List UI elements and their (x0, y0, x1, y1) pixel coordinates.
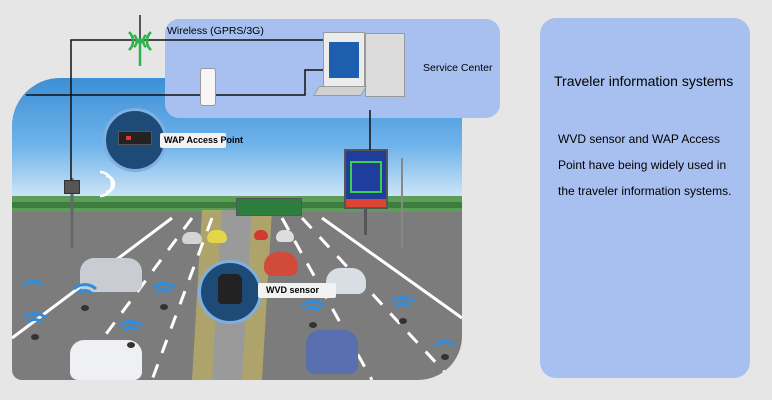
wvd-label: WVD sensor (266, 285, 320, 295)
service-center-label: Service Center (423, 62, 493, 74)
wvd-sensor-icon (218, 274, 242, 304)
vms-bar (346, 199, 386, 207)
car (306, 330, 358, 374)
road-scene (12, 78, 462, 380)
signal-wave-icon (99, 170, 116, 198)
wvd-tag (258, 283, 336, 298)
car (264, 252, 298, 276)
car (182, 232, 202, 244)
car (254, 230, 268, 240)
info-body: WVD sensor and WAP Access Point have bei… (558, 132, 732, 198)
wap-tag (160, 133, 226, 148)
vms-pole (364, 209, 367, 235)
access-point-icon (64, 180, 80, 194)
road-markings (12, 158, 462, 380)
access-point-icon (200, 68, 216, 106)
info-title: Traveler information systems (554, 73, 734, 89)
car (276, 230, 294, 242)
wap-label: WAP Access Point (164, 135, 244, 145)
gantry-sign (236, 198, 302, 216)
info-panel: Traveler information systems WVD sensor … (540, 18, 750, 378)
antenna-icon (128, 31, 152, 66)
vms-map (350, 161, 382, 193)
wireless-label: Wireless (GPRS/3G) (167, 25, 264, 37)
car (207, 230, 227, 243)
